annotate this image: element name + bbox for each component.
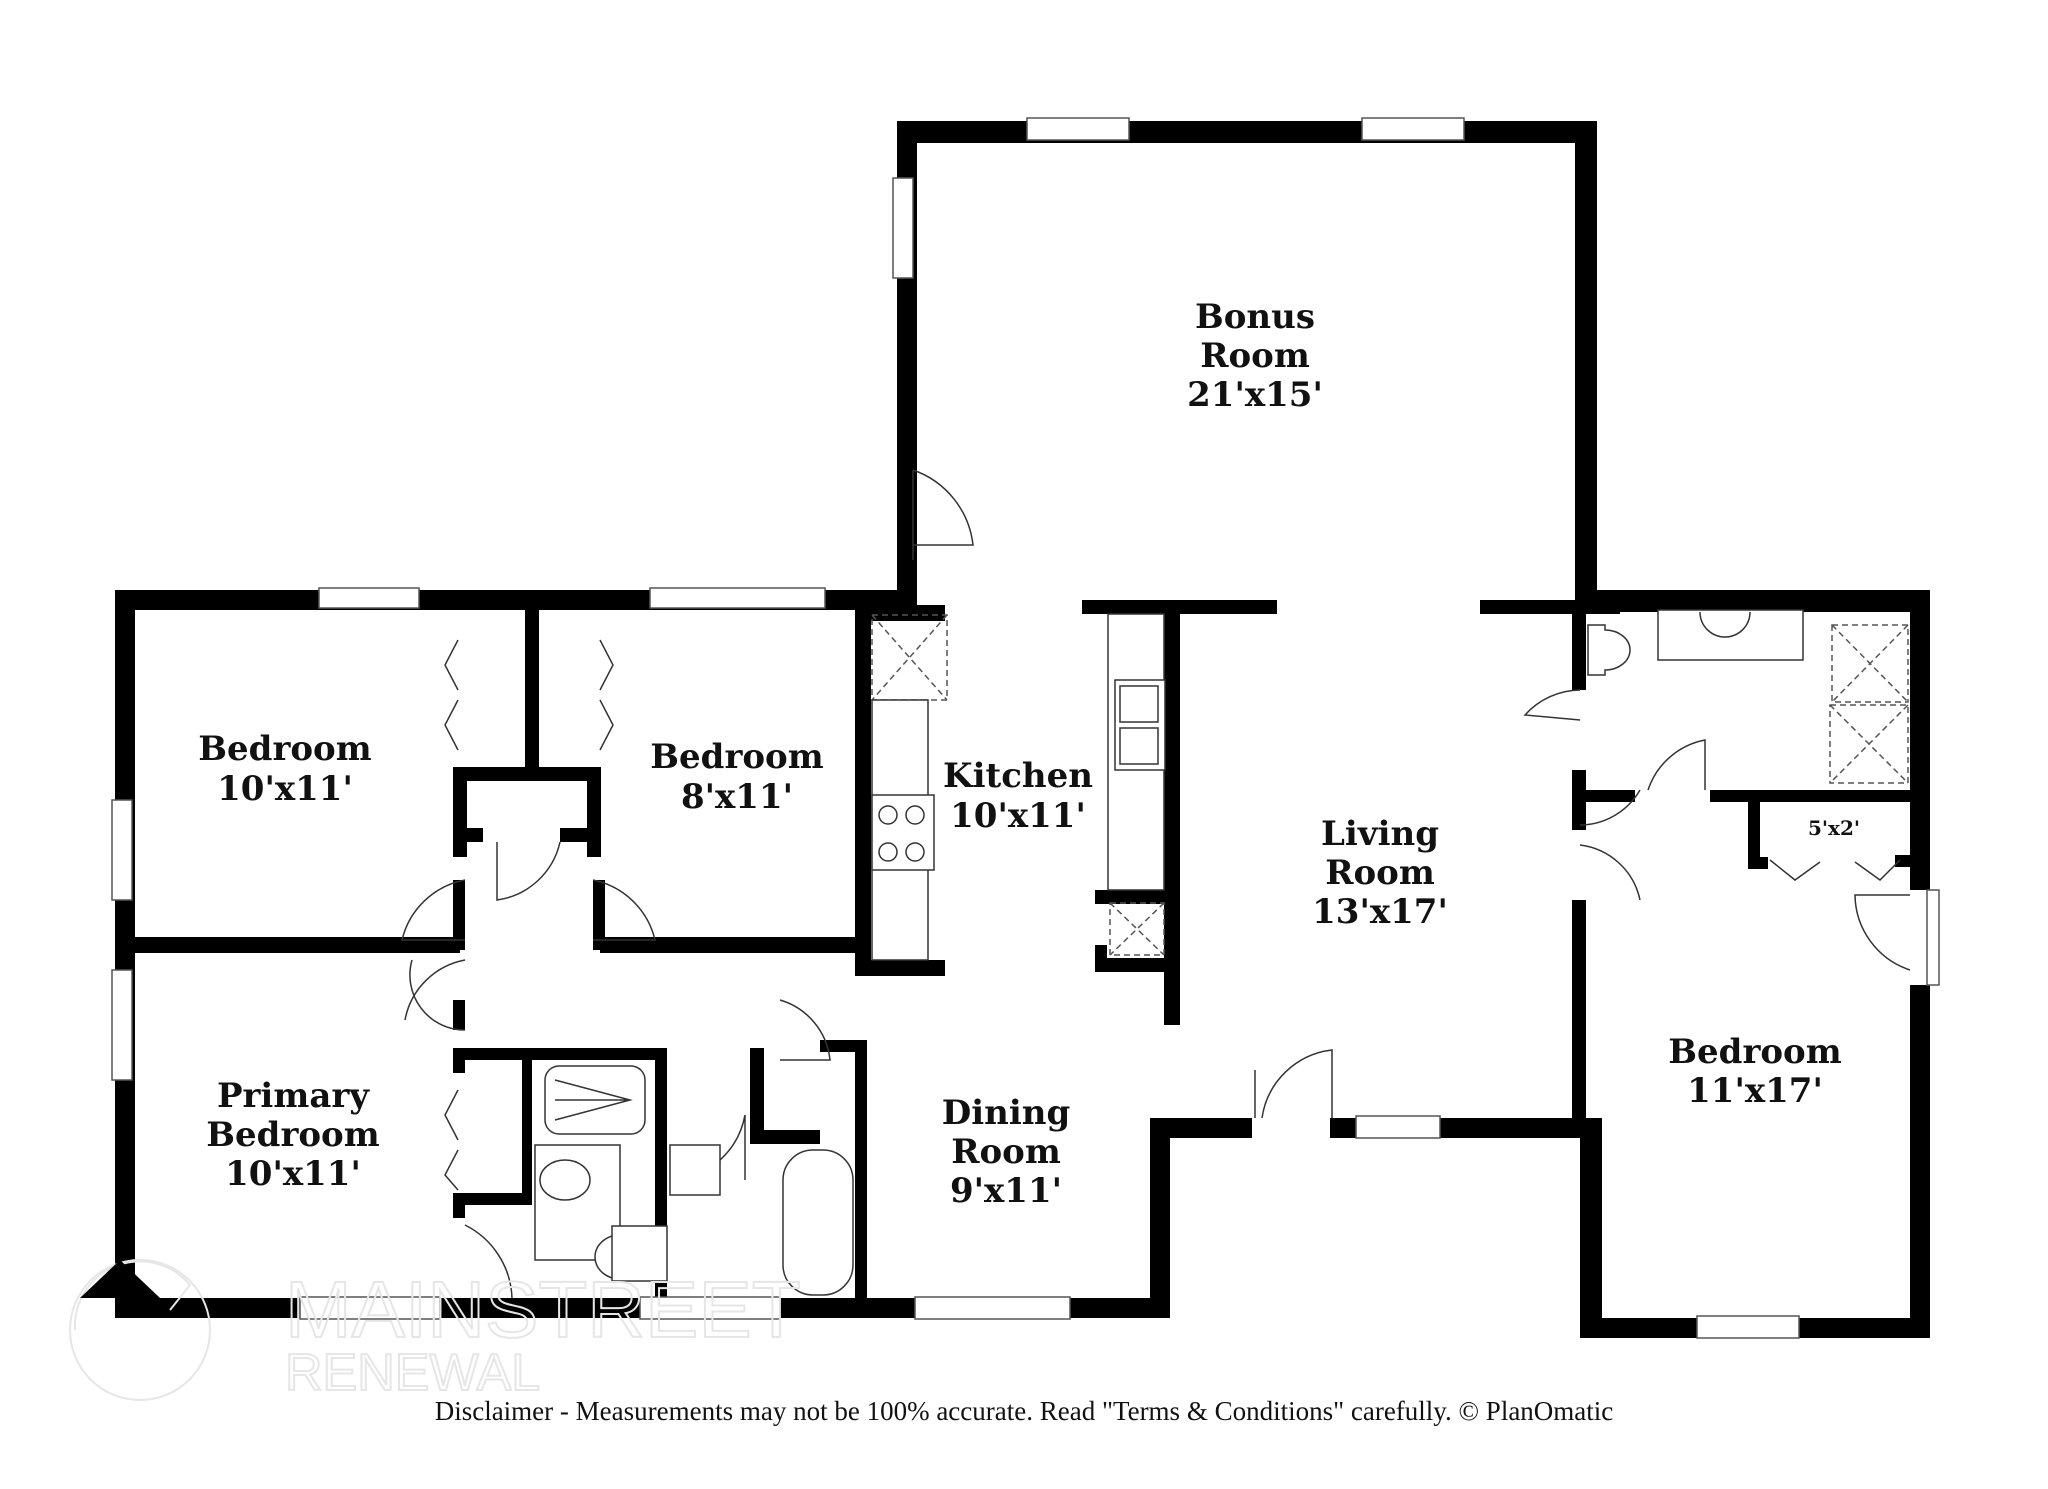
bedroom-3-dimensions: 11'x17' — [1687, 1071, 1823, 1111]
dining-room-dimensions: 9'x11' — [950, 1171, 1062, 1211]
fridge-icon — [871, 614, 948, 701]
disclaimer-text: Disclaimer - Measurements may not be 100… — [434, 1396, 1614, 1426]
dining-room-name-1: Dining — [942, 1093, 1071, 1133]
kitchen-name: Kitchen — [943, 756, 1093, 796]
bedroom-1-dimensions: 10'x11' — [217, 769, 353, 809]
closet-dimensions: 5'x2' — [1808, 816, 1860, 840]
bedroom-2-dimensions: 8'x11' — [681, 777, 793, 817]
kitchen-dimensions: 10'x11' — [950, 796, 1086, 836]
primary-bedroom-name-1: Primary — [217, 1076, 370, 1116]
living-room-name-2: Room — [1325, 853, 1435, 893]
pantry-icon — [1109, 902, 1165, 956]
primary-bedroom-name-2: Bedroom — [206, 1115, 379, 1155]
watermark-line1: MAINSTREET — [285, 1265, 801, 1354]
toilet-icon — [539, 1159, 591, 1201]
bedroom-1-name: Bedroom — [198, 729, 371, 769]
room-labels: Bonus Room 21'x15' Bedroom 10'x11' Bedro… — [198, 297, 1860, 1211]
toilet-icon-3 — [1587, 624, 1631, 676]
living-room-name-1: Living — [1321, 814, 1439, 854]
mainstreet-logo-icon — [69, 1259, 211, 1401]
fixtures — [534, 609, 1909, 1296]
primary-bedroom-dimensions: 10'x11' — [225, 1154, 361, 1194]
bedroom-3-name: Bedroom — [1668, 1032, 1841, 1072]
watermark: MAINSTREET RENEWAL — [69, 1259, 802, 1403]
watermark-line2: RENEWAL — [285, 1344, 540, 1402]
bonus-room-dimensions: 21'x15' — [1187, 375, 1323, 415]
doors — [401, 469, 1911, 1299]
sink-icon-3 — [611, 1225, 668, 1282]
vanity-icon — [1657, 609, 1804, 661]
bonus-room-name-1: Bonus — [1195, 297, 1315, 337]
bedroom-2-name: Bedroom — [650, 737, 823, 777]
bathtub-icon — [782, 1149, 854, 1296]
living-room-dimensions: 13'x17' — [1312, 892, 1448, 932]
windows — [111, 117, 1940, 1339]
bonus-room-name-2: Room — [1200, 336, 1310, 376]
sink-icon — [1114, 679, 1166, 771]
sink-icon-2 — [669, 1144, 721, 1196]
dining-room-name-2: Room — [951, 1132, 1061, 1172]
